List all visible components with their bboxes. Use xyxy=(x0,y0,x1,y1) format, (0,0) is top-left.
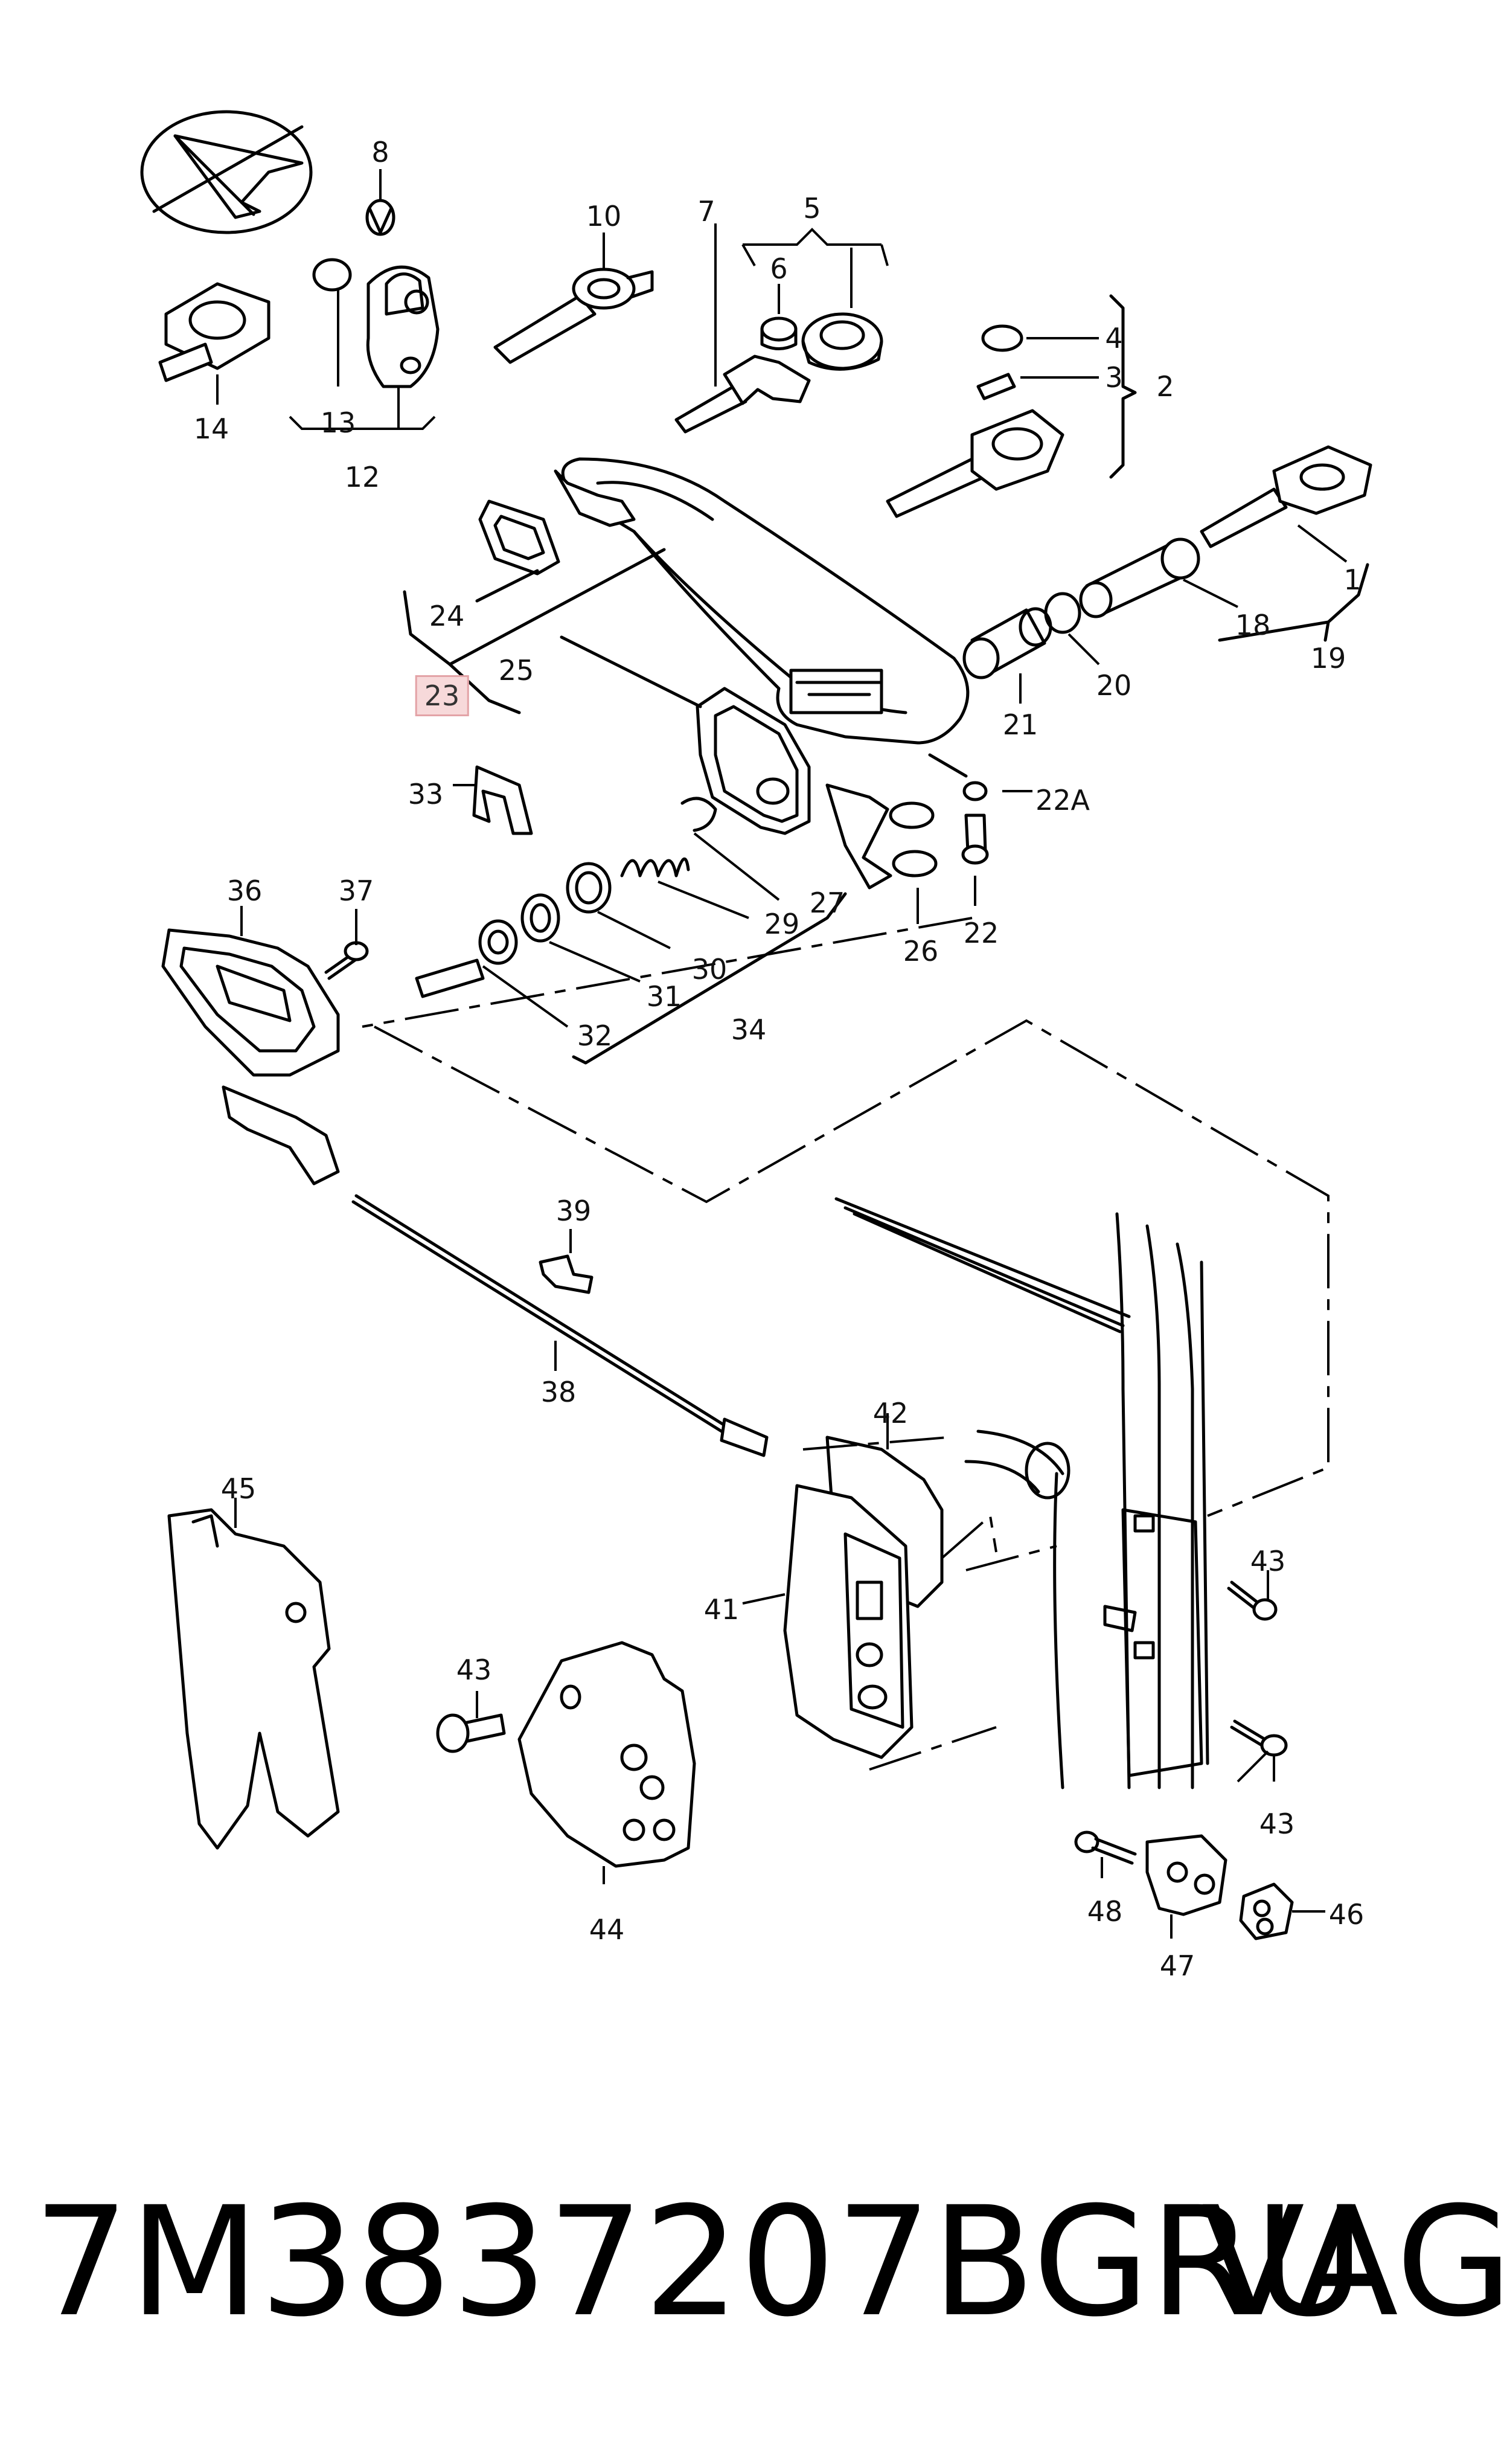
part-13-cap xyxy=(312,258,352,292)
bracket-19 xyxy=(1218,563,1369,642)
callout-3: 3 xyxy=(1105,361,1123,394)
part-43-screw-b xyxy=(1230,1719,1288,1757)
callout-6: 6 xyxy=(770,252,788,285)
callout-47: 47 xyxy=(1159,1949,1195,1982)
part-45-panel xyxy=(167,1508,340,1850)
part-38-rod xyxy=(222,1085,769,1457)
part-3-pin xyxy=(976,373,1016,400)
door-handle xyxy=(554,457,970,745)
callout-45: 45 xyxy=(220,1472,257,1505)
part-47-bracket xyxy=(1145,1834,1227,1916)
part-1-key xyxy=(1200,445,1372,548)
callout-22: 22 xyxy=(963,917,999,949)
part-29-spring xyxy=(620,857,690,877)
callout-30: 30 xyxy=(691,953,728,986)
part-22-screw xyxy=(961,813,989,865)
callout-1: 1 xyxy=(1343,563,1362,596)
part-8-emblem xyxy=(365,199,395,236)
part-44-latch-plate xyxy=(517,1641,696,1868)
part-14-key-head xyxy=(158,282,270,382)
callout-24: 24 xyxy=(429,600,465,632)
callout-44: 44 xyxy=(589,1913,625,1946)
part-2-key xyxy=(886,409,1064,518)
callout-32: 32 xyxy=(577,1019,613,1052)
callout-43-b: 43 xyxy=(1259,1808,1295,1840)
callout-41: 41 xyxy=(703,1593,740,1626)
part-24-gasket xyxy=(478,499,560,576)
part-18-cylinder xyxy=(1079,537,1200,618)
part-30-ring xyxy=(566,862,612,914)
callout-18: 18 xyxy=(1235,609,1271,641)
part-26-lever xyxy=(825,783,938,890)
direction-arrow-icon xyxy=(140,110,313,234)
bracket-34 xyxy=(572,892,847,1065)
callout-29: 29 xyxy=(764,908,800,940)
part-41-latch xyxy=(783,1484,914,1759)
callout-48: 48 xyxy=(1087,1895,1123,1928)
part-25-gasket xyxy=(696,687,811,835)
part-46-plate xyxy=(1239,1882,1294,1940)
callout-4: 4 xyxy=(1105,322,1123,355)
door-frame xyxy=(834,1197,1209,1789)
callout-23-highlighted[interactable]: 23 xyxy=(415,675,469,716)
leader-lines xyxy=(216,169,1348,1939)
callout-8: 8 xyxy=(371,136,389,168)
callout-38: 38 xyxy=(540,1376,577,1408)
part-48-screw xyxy=(1074,1830,1137,1865)
callout-21: 21 xyxy=(1002,708,1038,741)
callout-46: 46 xyxy=(1328,1898,1365,1931)
part-5-lock-barrel xyxy=(801,312,883,371)
callout-5: 5 xyxy=(803,192,821,225)
callout-36: 36 xyxy=(226,874,263,907)
part-10-key-blade xyxy=(493,268,654,364)
callout-14: 14 xyxy=(193,412,229,445)
callout-37: 37 xyxy=(338,874,374,907)
part-4-cap xyxy=(981,324,1023,352)
callout-33: 33 xyxy=(408,778,444,810)
part-number: 7M3837207BGRU xyxy=(33,2174,1365,2350)
part-12-lock-cover xyxy=(366,265,440,388)
callout-2: 2 xyxy=(1156,370,1174,403)
callout-7: 7 xyxy=(697,195,715,228)
assembly-dash-lines xyxy=(362,917,1330,1783)
footer: 7M3837207BGRU VAG xyxy=(0,2174,1504,2392)
callout-19: 19 xyxy=(1310,642,1346,675)
callout-34: 34 xyxy=(731,1013,767,1046)
part-33-clip xyxy=(472,765,533,835)
part-7-key xyxy=(674,355,811,434)
part-21-lock-cylinder xyxy=(962,607,1052,679)
callout-27: 27 xyxy=(809,887,845,919)
callout-25: 25 xyxy=(498,654,534,687)
callout-39: 39 xyxy=(555,1195,592,1227)
callout-43-c: 43 xyxy=(456,1654,492,1686)
callout-22A: 22A xyxy=(1035,784,1090,817)
brand-name: VAG xyxy=(1202,2174,1504,2350)
callout-42: 42 xyxy=(872,1397,909,1429)
part-32-bolt xyxy=(415,919,518,998)
callout-12: 12 xyxy=(344,461,380,493)
part-43-screw-a xyxy=(1227,1580,1278,1621)
callout-26: 26 xyxy=(903,935,939,967)
part-22A-washer xyxy=(962,781,988,801)
part-39-clip xyxy=(539,1254,594,1294)
callout-10: 10 xyxy=(586,200,622,233)
callout-31: 31 xyxy=(646,980,682,1013)
bracket-2 xyxy=(1109,294,1137,479)
callout-13: 13 xyxy=(320,406,356,439)
part-31-ring xyxy=(520,893,560,943)
part-27-clip xyxy=(680,797,717,832)
part-43-screw-c xyxy=(436,1713,506,1753)
callout-20: 20 xyxy=(1096,669,1132,702)
part-37-screw xyxy=(324,941,369,980)
part-6-screw xyxy=(760,316,798,350)
part-36-escutcheon xyxy=(161,928,340,1077)
callout-43-a: 43 xyxy=(1250,1545,1286,1577)
